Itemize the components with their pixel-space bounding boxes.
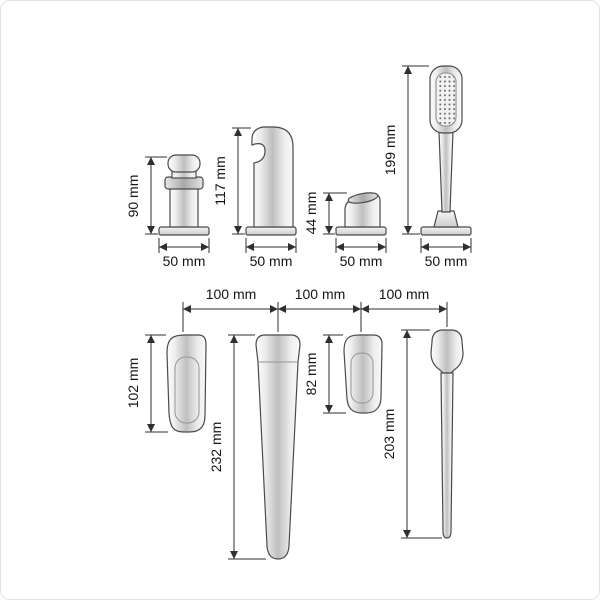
dim-valve-height: 90 mm xyxy=(125,156,167,235)
shower-spray-face xyxy=(435,72,457,127)
dim-label-shower-length: 203 mm xyxy=(381,409,397,460)
dim-label-valve-base: 50 mm xyxy=(163,253,206,269)
spout-side-view xyxy=(245,126,297,236)
dim-diverter-length: 82 mm xyxy=(303,334,346,414)
spout-body xyxy=(251,126,294,228)
dim-label-spout-length: 232 mm xyxy=(208,422,224,473)
valve-base-plate xyxy=(158,226,210,236)
top-row: 90 mm 50 mm 117 mm 50 mm xyxy=(125,65,472,269)
spout-front-outline xyxy=(255,334,301,560)
dim-valve-base: 50 mm xyxy=(158,238,210,269)
diverter-front-view xyxy=(343,334,383,414)
dim-label-spacing-1: 100 mm xyxy=(206,286,257,302)
dim-spacing: 100 mm 100 mm 100 mm xyxy=(182,286,448,332)
valve-cap xyxy=(167,154,201,173)
bottom-row: 100 mm 100 mm 100 mm 102 mm 232 mm xyxy=(125,286,464,560)
dim-spout-length: 232 mm xyxy=(208,334,266,560)
dim-label-shower-base: 50 mm xyxy=(425,253,468,269)
shower-front-view xyxy=(430,329,464,539)
dim-diverter-height: 44 mm xyxy=(303,192,347,235)
shower-base-plate xyxy=(420,226,472,236)
dim-label-diverter-height: 44 mm xyxy=(303,192,319,235)
dim-label-valve-length: 102 mm xyxy=(125,358,141,409)
diverter-front-outline xyxy=(343,334,383,414)
dim-label-spout-height: 117 mm xyxy=(212,156,228,206)
dim-label-spacing-2: 100 mm xyxy=(295,286,346,302)
diverter-front-face xyxy=(350,352,374,404)
dim-shower-height: 199 mm xyxy=(382,65,429,235)
dim-label-valve-height: 90 mm xyxy=(125,175,141,218)
dim-label-diverter-base: 50 mm xyxy=(340,253,383,269)
valve-front-face xyxy=(174,356,200,424)
shower-front-wand xyxy=(440,372,454,539)
diverter-side-view xyxy=(335,192,387,236)
shower-wand xyxy=(438,130,454,213)
dim-valve-length: 102 mm xyxy=(125,334,168,433)
shower-holder xyxy=(433,210,459,228)
valve-front-view xyxy=(166,334,207,433)
shower-front-head xyxy=(430,329,464,374)
dim-label-spout-base: 50 mm xyxy=(250,253,293,269)
diverter-base-plate xyxy=(335,226,387,236)
dim-label-spacing-3: 100 mm xyxy=(379,286,430,302)
dim-spout-base: 50 mm xyxy=(245,238,297,269)
dim-diverter-base: 50 mm xyxy=(335,238,387,269)
spout-base-plate xyxy=(245,226,297,236)
dim-label-diverter-length: 82 mm xyxy=(303,353,319,396)
valve-front-outline xyxy=(166,334,207,433)
hand-shower-side-view xyxy=(420,65,472,236)
dim-spout-height: 117 mm xyxy=(212,127,251,235)
dim-label-shower-height: 199 mm xyxy=(382,125,398,176)
spout-front-view xyxy=(255,334,301,560)
valve-body xyxy=(169,186,199,228)
diverter-cap xyxy=(347,192,379,204)
valve-band xyxy=(164,176,204,190)
valve-side-view xyxy=(158,154,210,236)
dim-shower-base: 50 mm xyxy=(420,238,472,269)
dim-shower-length: 203 mm xyxy=(381,329,442,539)
